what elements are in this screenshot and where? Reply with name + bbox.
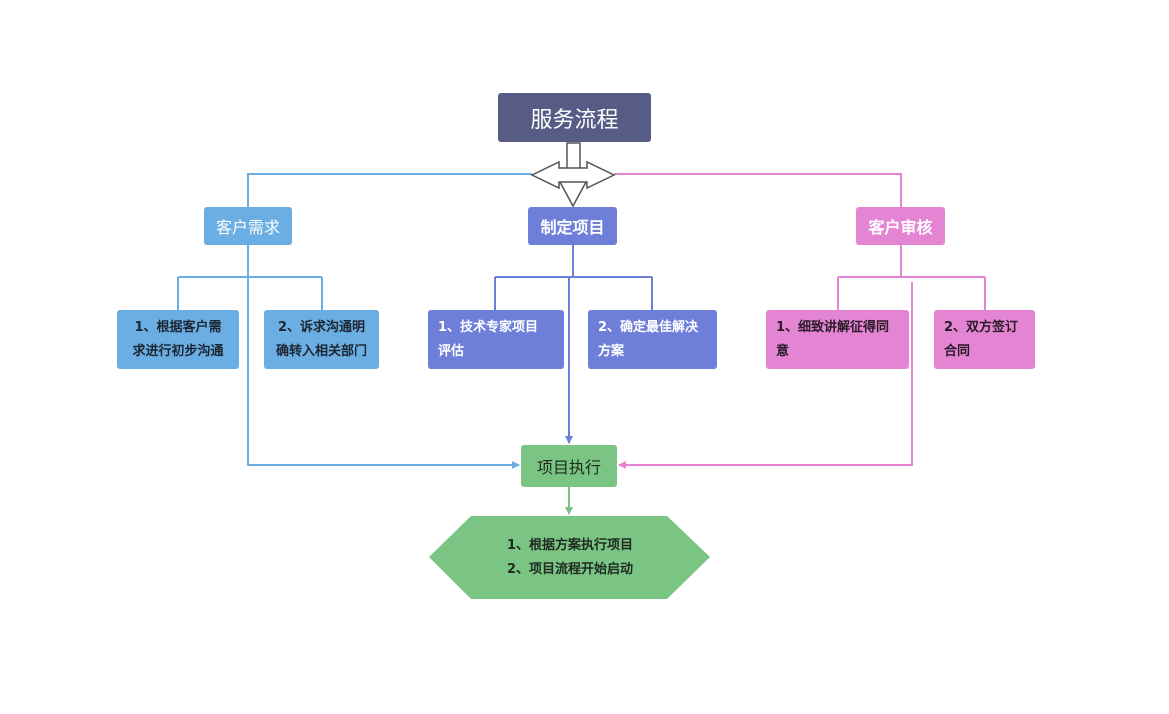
line-customer-needs-to-execution <box>247 245 520 469</box>
category-label: 客户审核 <box>868 218 933 237</box>
subitem-line: 1、技术专家项目 <box>438 320 539 335</box>
category-label: 客户需求 <box>215 218 280 237</box>
pink-connectors <box>614 173 986 469</box>
category-label: 制定项目 <box>540 218 605 237</box>
subitem-line: 合同 <box>944 344 971 359</box>
subitem-line: 2、确定最佳解决 <box>598 320 699 335</box>
subitem-line: 1、根据客户需 <box>134 320 222 335</box>
subitem-customer-review-2: 2、双方签订 合同 <box>934 310 1035 369</box>
category-customer-needs: 客户需求 <box>204 207 292 245</box>
subitem-line: 2、双方签订 <box>944 320 1019 335</box>
subitem-line: 2、诉求沟通明 <box>277 320 366 335</box>
blue-connectors <box>177 173 532 469</box>
subitem-line: 1、细致讲解征得同 <box>776 320 890 335</box>
line-customer-review-to-execution <box>618 282 913 469</box>
indigo-connectors <box>494 245 653 444</box>
line-top-to-customer-needs <box>247 173 532 207</box>
diagram-title: 服务流程 <box>498 93 651 142</box>
subitem-make-plan-1: 1、技术专家项目 评估 <box>428 310 564 369</box>
line-top-to-customer-review <box>614 173 902 207</box>
subitem-line: 方案 <box>598 344 625 359</box>
execution-step: 2、项目流程开始启动 <box>506 561 634 577</box>
category-make-plan: 制定项目 <box>528 207 617 245</box>
subitem-line: 求进行初步沟通 <box>132 344 224 359</box>
execution-step: 1、根据方案执行项目 <box>506 537 634 553</box>
subitem-make-plan-2: 2、确定最佳解决 方案 <box>588 310 717 369</box>
diagram-title-text: 服务流程 <box>530 107 619 133</box>
execution-label: 项目执行 <box>536 458 601 477</box>
subitem-customer-needs-1: 1、根据客户需 求进行初步沟通 <box>117 310 239 369</box>
category-customer-review: 客户审核 <box>856 207 945 245</box>
subitem-line: 评估 <box>438 344 465 359</box>
line-customer-needs-to-subitems <box>177 245 323 310</box>
subitem-line: 意 <box>776 344 790 359</box>
subitem-customer-review-1: 1、细致讲解征得同 意 <box>766 310 909 369</box>
line-customer-review-to-subitems <box>837 245 986 310</box>
three-way-arrow-icon <box>530 142 616 208</box>
execution-steps-hexagon <box>429 516 710 599</box>
subitem-customer-needs-2: 2、诉求沟通明 确转入相关部门 <box>264 310 379 369</box>
subitem-line: 确转入相关部门 <box>275 344 367 359</box>
line-plan-to-subitems <box>494 245 653 310</box>
project-execution-box: 项目执行 <box>521 445 617 487</box>
execution-steps-text: 1、根据方案执行项目 2、项目流程开始启动 <box>430 516 710 599</box>
